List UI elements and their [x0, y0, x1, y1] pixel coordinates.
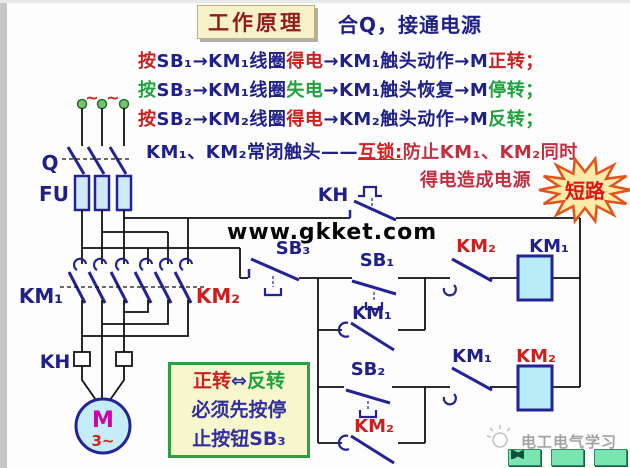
text-segment: SB₁ [156, 51, 193, 72]
text-segment: →KM₂触头动作→M [323, 109, 489, 130]
km1-nc-label: KM₁ [452, 346, 492, 367]
nav-buttons [508, 449, 627, 466]
sb2-label: SB₂ [351, 359, 386, 380]
text-segment: 正转 [193, 370, 232, 392]
motor-letter: M [92, 408, 114, 433]
brand-logo-icon [486, 425, 511, 448]
q-switch [66, 146, 128, 175]
text-segment: 防止KM₁、KM₂同时 [402, 142, 578, 163]
km2-hold-label: KM₂ [354, 416, 394, 437]
double-arrow-icon: ⇔ [231, 370, 247, 392]
text-segment: →KM₁触头恢复→M [323, 80, 489, 101]
km2-nc-contact [442, 257, 493, 297]
text-segment: 反转； [488, 109, 544, 130]
note-line-1: 正转⇔反转 [177, 367, 301, 396]
sb3-button [247, 257, 300, 297]
note-line-3: 止按钮SB₃ [192, 428, 286, 450]
kh-heaters [73, 351, 133, 367]
text-segment: 互锁: [358, 142, 403, 163]
motor-phase-label: 3~ [91, 432, 114, 450]
km1-hold-label: KM₁ [352, 303, 392, 324]
text-segment: 按 [138, 80, 157, 101]
text-segment: SB₂ [156, 109, 193, 130]
km1-nc-contact [442, 366, 493, 406]
contact-hooks [72, 257, 194, 271]
text-segment: KM₁、KM₂常闭触头—— [146, 142, 358, 163]
km2-coil [516, 364, 554, 412]
km2-main-label: KM₂ [196, 284, 240, 308]
note-box: 正转⇔反转 必须先按停 止按钮SB₃ [168, 362, 310, 458]
explanation-line-5: 得电造成电源 [420, 170, 531, 191]
left-border-strip [0, 0, 7, 468]
km2-coil-label: KM₂ [516, 346, 556, 367]
explanation-line-4: KM₁、KM₂常闭触头——互锁:防止KM₁、KM₂同时 [146, 138, 578, 164]
brand-text: 电工电气学习 [521, 433, 618, 451]
sb2-button [345, 388, 391, 419]
motor [74, 397, 132, 455]
main-contacts [67, 257, 194, 304]
fu-label: FU [39, 182, 69, 206]
note-line-2: 必须先按停 [191, 399, 287, 421]
text-segment: 按 [138, 109, 157, 130]
next-icon [513, 450, 522, 459]
nav-next-button[interactable] [513, 449, 627, 466]
watermark: www.gkket.com [227, 220, 438, 245]
subtitle: 合Q，接通电源 [338, 13, 483, 37]
fuse-fu [73, 174, 133, 212]
text-segment: 停转； [488, 80, 544, 101]
power-terminals [76, 98, 130, 110]
km2-hold-contact [337, 434, 395, 465]
km1-coil-label: KM₁ [529, 236, 569, 257]
explanation-line-2: 按SB₃→KM₁线圈失电→KM₁触头恢复→M停转； [138, 76, 544, 102]
kh-contact [348, 185, 397, 222]
short-circuit-burst: 短路 [538, 155, 630, 225]
sb1-label: SB₁ [360, 250, 395, 271]
text-segment: 正转； [488, 51, 544, 72]
km1-hold-contact [337, 321, 395, 352]
page-title: 工作原理 [197, 5, 315, 39]
control-buses [240, 217, 581, 444]
text-segment: 得电 [286, 51, 324, 72]
kh-ctrl-label: KH [318, 184, 349, 206]
burst-text: 短路 [565, 179, 606, 203]
motor-feed-wires [81, 300, 189, 401]
km1-coil [516, 254, 554, 302]
text-segment: SB₃ [156, 80, 193, 101]
ac-tilde-icon: ~ [106, 88, 119, 107]
km2-nc-label: KM₂ [456, 236, 496, 257]
sb3-label: SB₃ [276, 238, 311, 259]
q-label: Q [41, 151, 58, 175]
nav-prev-button[interactable] [514, 449, 584, 466]
text-segment: 反转 [246, 370, 285, 392]
text-segment: →KM₁线圈 [192, 80, 287, 101]
explanation-line-3: 按SB₂→KM₂线圈得电→KM₂触头动作→M反转； [138, 105, 544, 131]
text-segment: →KM₁线圈 [192, 51, 287, 72]
ac-tilde-icon: ~ [85, 88, 98, 107]
km1-main-label: KM₁ [19, 284, 63, 308]
text-segment: 按 [138, 51, 157, 72]
text-segment: →KM₁触头动作→M [323, 51, 489, 72]
supply-wires [81, 108, 125, 146]
explanation-line-1: 按SB₁→KM₁线圈得电→KM₁触头动作→M正转； [138, 47, 544, 73]
top-border-strip [0, 0, 630, 3]
kh-main-label: KH [40, 351, 71, 373]
text-segment: →KM₂线圈 [192, 109, 287, 130]
text-segment: 失电 [286, 80, 324, 101]
sb1-button [351, 279, 397, 311]
distribution-wires [81, 210, 350, 278]
text-segment: 得电 [286, 109, 324, 130]
